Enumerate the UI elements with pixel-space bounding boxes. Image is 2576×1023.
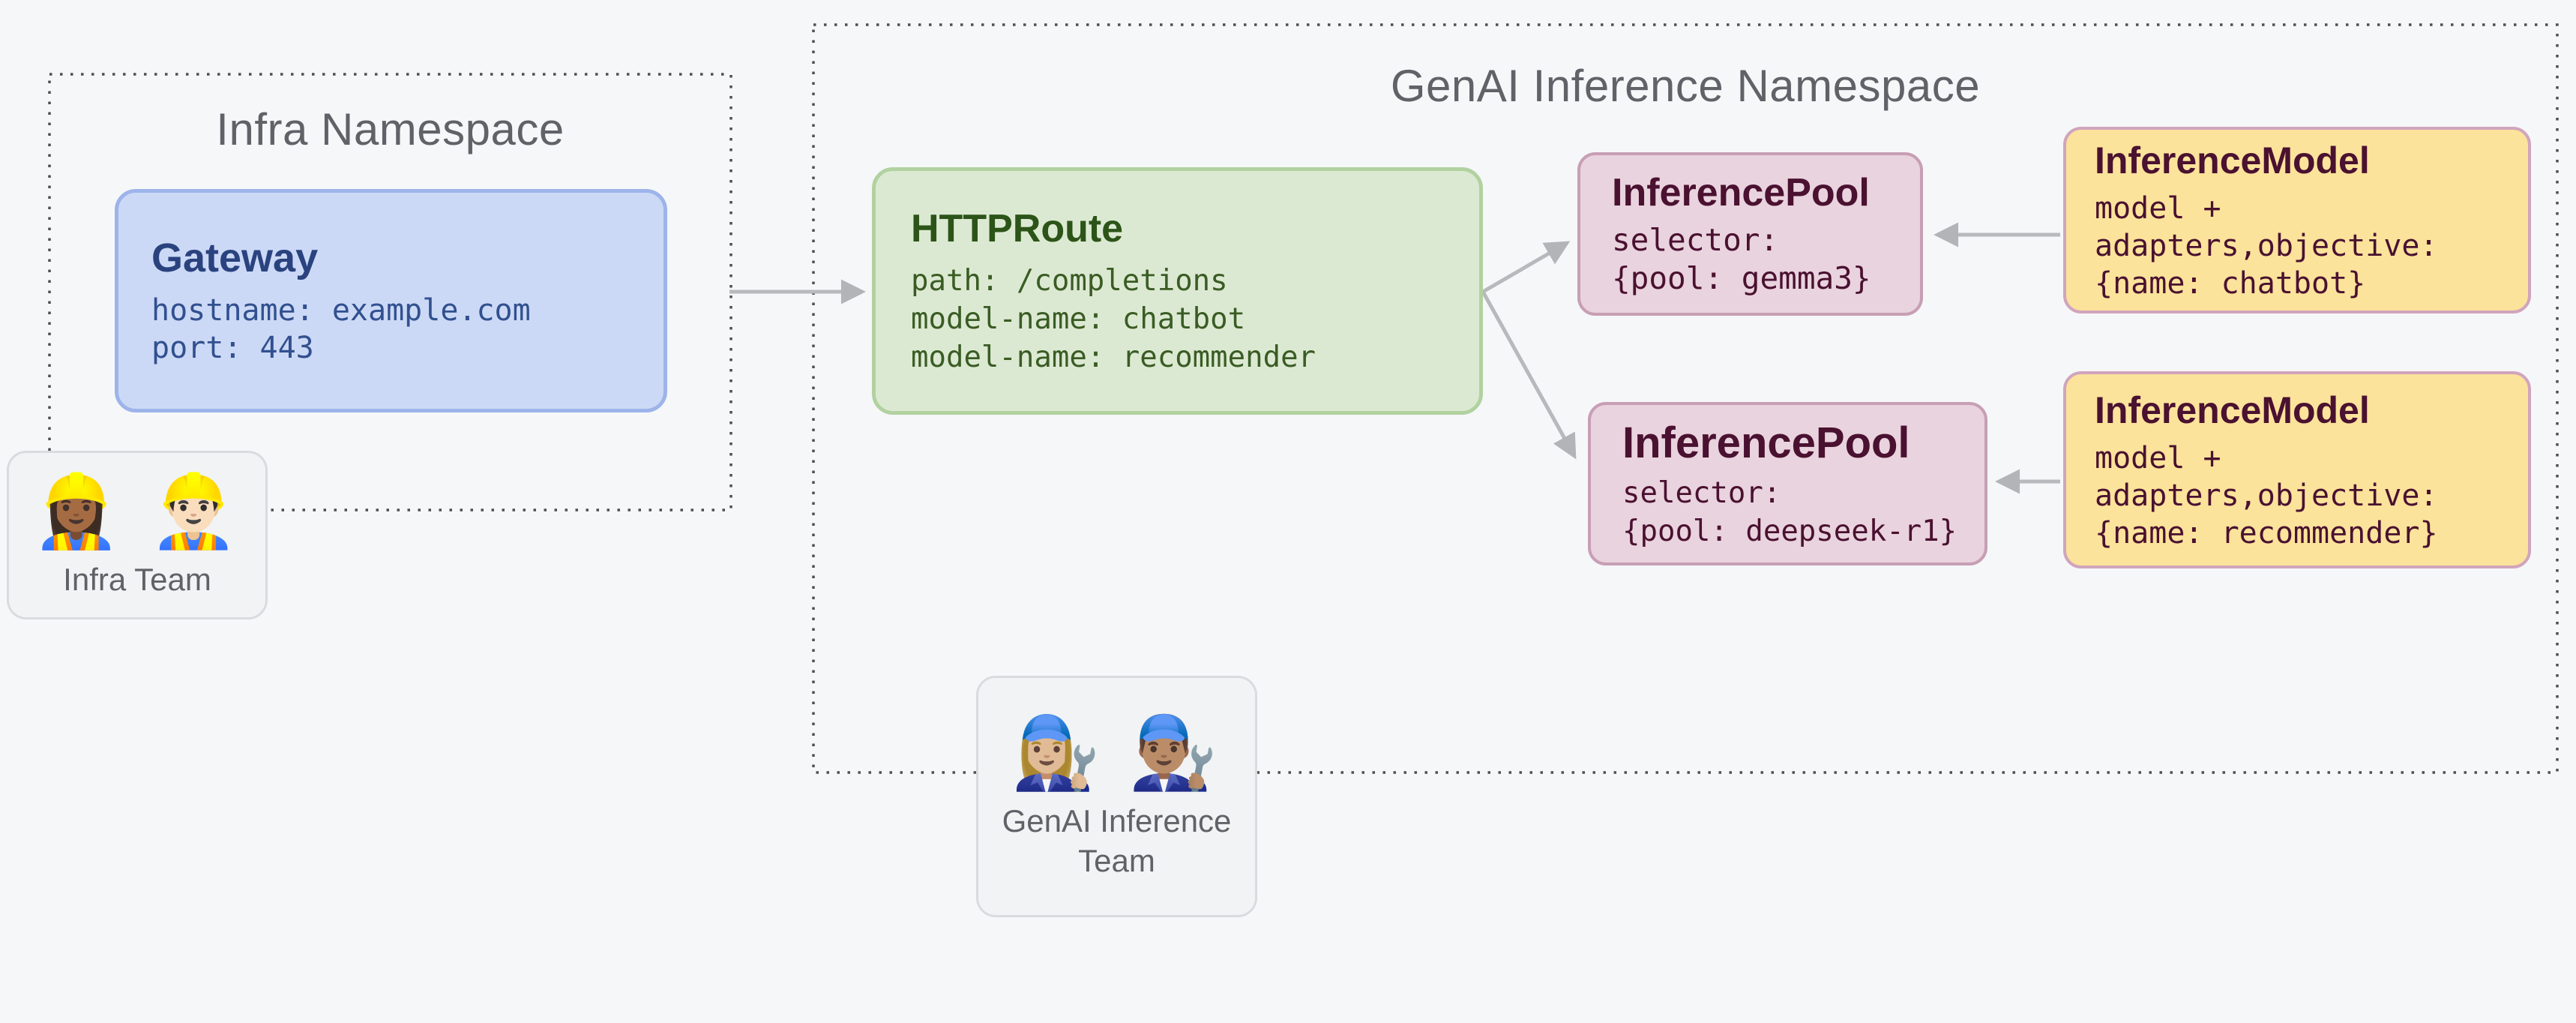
httproute-path: path: /completions <box>911 263 1228 298</box>
inference-model-title: InferenceModel <box>2095 388 2370 431</box>
inference-model-chatbot-node: InferenceModel model + adapters,objectiv… <box>2063 127 2531 314</box>
inference-pool-selector-label: selector: <box>1622 476 1781 510</box>
inference-model-recommender-node: InferenceModel model + adapters,objectiv… <box>2063 371 2531 568</box>
arrow-httproute-to-pool-gemma3 <box>1481 241 1571 294</box>
inference-pool-selector-value: {pool: deepseek-r1} <box>1622 514 1957 548</box>
inference-pool-gemma3-node: InferencePool selector: {pool: gemma3} <box>1577 152 1923 316</box>
arrow-httproute-to-pool-deepseek <box>1481 290 1577 460</box>
construction-workers-emoji: 👷🏾‍♀️ 👷🏻‍♂️ <box>31 471 243 551</box>
inference-pool-selector-label: selector: <box>1612 222 1779 258</box>
httproute-model-recommender: model-name: recommender <box>911 340 1316 374</box>
infra-namespace-border <box>48 73 732 512</box>
mechanics-emoji: 👩🏼‍🔧 👨🏽‍🔧 <box>1011 712 1222 793</box>
httproute-model-chatbot: model-name: chatbot <box>911 302 1246 336</box>
gateway-hostname: hostname: example.com <box>151 293 531 328</box>
inference-pool-title: InferencePool <box>1612 171 1870 214</box>
inference-model-line: model + <box>2095 190 2221 226</box>
inference-model-line: adapters,objective: <box>2095 478 2438 513</box>
gateway-node: Gateway hostname: example.com port: 443 <box>115 189 667 412</box>
genai-namespace-border <box>812 23 2559 774</box>
inference-model-line: model + <box>2095 440 2221 476</box>
infra-team-label: Infra Team <box>63 561 211 597</box>
infra-namespace-title: Infra Namespace <box>216 104 565 154</box>
httproute-node: HTTPRoute path: /completions model-name:… <box>872 167 1483 415</box>
inference-model-title: InferenceModel <box>2095 139 2370 182</box>
genai-team-card: 👩🏼‍🔧 👨🏽‍🔧 GenAI Inference Team <box>976 676 1257 917</box>
inference-model-line: {name: recommender} <box>2095 515 2438 550</box>
genai-team-label: GenAI Inference Team <box>1002 803 1232 878</box>
inference-pool-selector-value: {pool: gemma3} <box>1612 260 1871 296</box>
inference-pool-title: InferencePool <box>1622 418 1910 467</box>
inference-model-line: adapters,objective: <box>2095 228 2438 263</box>
genai-namespace-title: GenAI Inference Namespace <box>1390 61 1981 111</box>
infra-team-card: 👷🏾‍♀️ 👷🏻‍♂️ Infra Team <box>7 451 268 620</box>
gateway-port: port: 443 <box>151 331 314 365</box>
inference-pool-deepseek-node: InferencePool selector: {pool: deepseek-… <box>1588 402 1987 566</box>
gateway-title: Gateway <box>151 236 319 280</box>
httproute-title: HTTPRoute <box>911 206 1124 250</box>
inference-model-line: {name: chatbot} <box>2095 266 2366 301</box>
